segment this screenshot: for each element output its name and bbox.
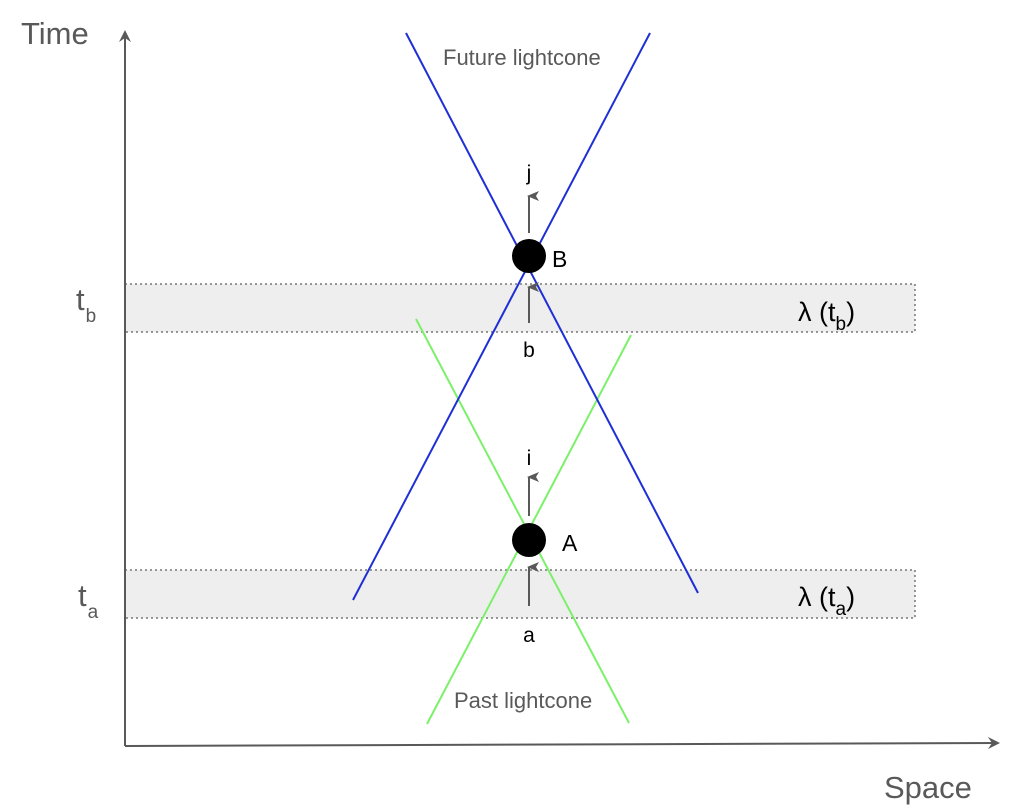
point-label-b: B — [552, 246, 567, 272]
vector-label-a: a — [523, 624, 535, 647]
tick-ta: ta — [78, 578, 99, 623]
simultaneity-band-tb — [124, 283, 916, 333]
band-label-ta: λ (ta) — [798, 582, 855, 620]
past-cone-line-left — [415, 318, 630, 724]
space-axis-label: Space — [884, 770, 972, 805]
point-label-a: A — [562, 530, 578, 556]
future-cone-line-left — [405, 32, 699, 594]
space-axis — [124, 737, 1000, 750]
future-lightcone-label: Future lightcone — [443, 45, 601, 70]
vector-label-b: b — [523, 339, 535, 362]
vector-label-j: j — [526, 162, 532, 185]
vector-label-i: i — [527, 447, 532, 470]
time-axis-label: Time — [21, 16, 89, 51]
tick-tb: tb — [76, 282, 96, 327]
simultaneity-band-ta — [124, 569, 916, 619]
band-label-tb: λ (tb) — [798, 297, 855, 335]
event-point-b — [512, 239, 546, 273]
future-cone-line-right — [352, 32, 651, 601]
event-point-a — [512, 523, 546, 557]
past-lightcone-label: Past lightcone — [454, 688, 592, 713]
